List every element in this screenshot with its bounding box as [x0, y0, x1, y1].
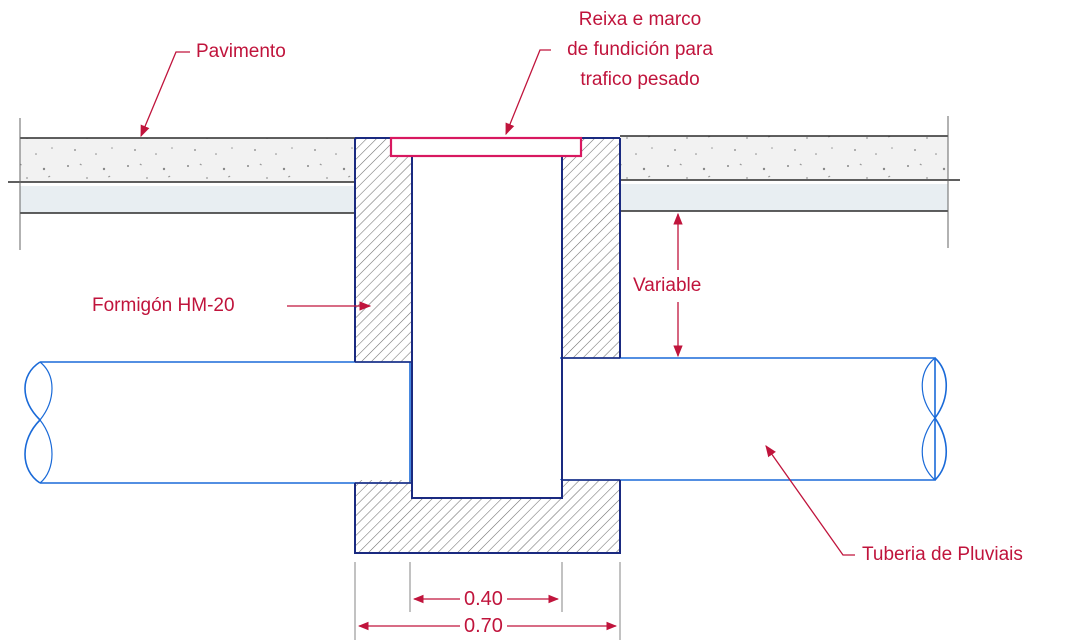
label-reixa-line1: Reixa e marco — [578, 9, 702, 30]
pipe-left — [24, 361, 411, 484]
label-formigon: Formigón HM-20 — [92, 295, 235, 316]
label-tuberia: Tuberia de Pluviais — [862, 544, 1023, 565]
label-reixa-line2: de fundición para — [567, 39, 713, 60]
grate-frame — [389, 136, 583, 158]
label-reixa-line3: trafico pesado — [580, 69, 700, 90]
dimension-inner-width: 0.40 — [460, 588, 507, 610]
dimension-outer-width: 0.70 — [460, 615, 507, 637]
pipe-right — [560, 357, 947, 481]
leader-tuberia — [765, 445, 855, 556]
leader-pavimento — [140, 51, 190, 138]
pavement-right — [620, 116, 960, 248]
leader-lines — [140, 49, 855, 556]
label-pavimento: Pavimento — [196, 41, 286, 62]
label-variable: Variable — [633, 275, 702, 296]
leader-reixa — [505, 49, 551, 136]
pavement-left — [8, 118, 355, 250]
concrete-box — [354, 137, 621, 554]
